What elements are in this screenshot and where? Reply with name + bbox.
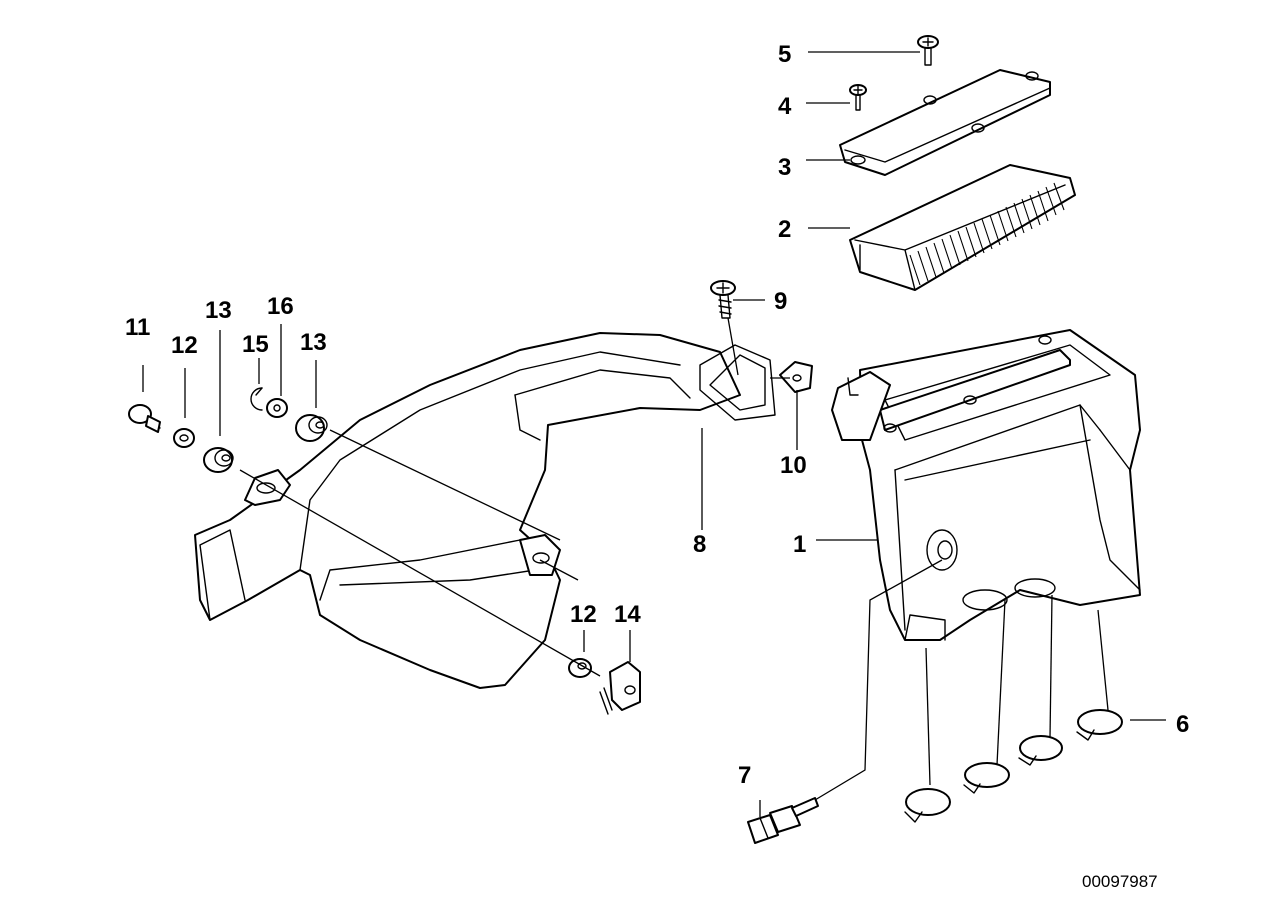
callout-12b: 12 <box>570 601 597 628</box>
drawing-number: 00097987 <box>1082 872 1158 891</box>
bushing-12b <box>568 658 592 678</box>
clip-15 <box>250 387 263 411</box>
clip-10 <box>779 361 813 393</box>
callout-7: 7 <box>738 762 751 789</box>
grommet-13b <box>295 414 328 442</box>
callout-8: 8 <box>693 531 706 558</box>
filter-housing <box>831 329 1141 641</box>
filter-element <box>849 164 1076 291</box>
callout-14: 14 <box>614 601 641 628</box>
callout-15: 15 <box>242 331 269 358</box>
cover-plate <box>839 69 1051 176</box>
callout-3: 3 <box>778 154 791 181</box>
screw-4 <box>849 84 867 111</box>
air-duct <box>194 332 776 689</box>
filter-pleats <box>909 182 1065 286</box>
callouts: 1 2 3 4 5 6 7 8 9 10 11 12 13 15 16 13 1… <box>125 41 1189 891</box>
callout-12a: 12 <box>171 332 198 359</box>
bushing-12a <box>173 428 195 448</box>
screw-9 <box>710 280 736 319</box>
callout-2: 2 <box>778 216 791 243</box>
leader-lines <box>142 51 1166 817</box>
grommet-13a <box>203 447 234 473</box>
callout-11: 11 <box>125 314 150 341</box>
nut-clip-14 <box>599 661 641 715</box>
hose-clamps-6 <box>904 709 1123 823</box>
temp-sensor-7 <box>747 797 819 844</box>
screw-5 <box>917 35 939 66</box>
callout-13b: 13 <box>300 329 327 356</box>
callout-1: 1 <box>793 531 806 558</box>
washer-16 <box>266 398 288 418</box>
callout-10: 10 <box>780 452 807 479</box>
callout-4: 4 <box>778 93 792 120</box>
callout-13a: 13 <box>205 297 232 324</box>
callout-16: 16 <box>267 293 294 320</box>
callout-6: 6 <box>1176 711 1189 738</box>
callout-9: 9 <box>774 288 787 315</box>
callout-5: 5 <box>778 41 791 68</box>
bolt-11 <box>128 404 161 433</box>
